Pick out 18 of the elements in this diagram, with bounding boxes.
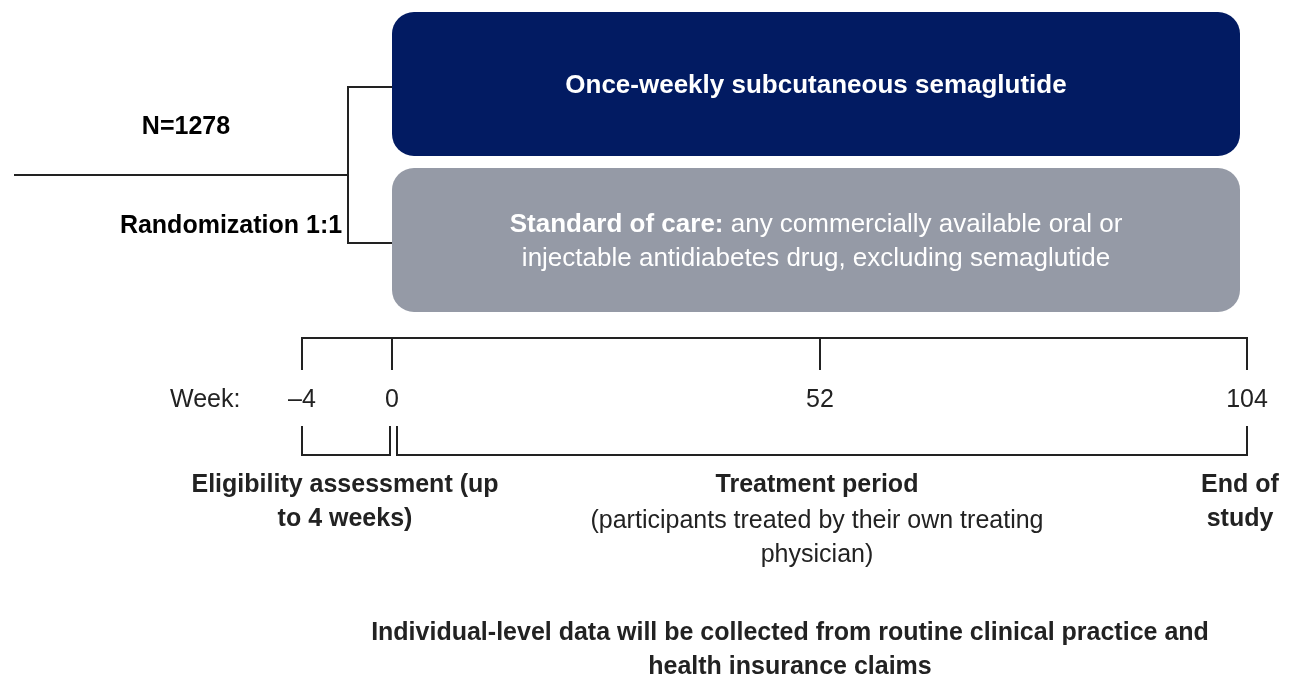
treatment-arm-box <box>392 12 1240 156</box>
treatment-arm-box <box>392 168 1240 312</box>
axis-label: 104 <box>1225 383 1269 414</box>
period-label: Eligibility assessment (up to 4 weeks) <box>190 468 500 533</box>
arm-text: Once-weekly subcutaneous semaglutide <box>565 68 1067 101</box>
period-label: Individual-level data will be collected from routine clinical practice and health insurance claims <box>370 616 1210 676</box>
bracket-connector <box>347 161 393 244</box>
axis-label: –4 <box>287 383 317 414</box>
axis-label: Week: <box>170 383 242 414</box>
axis-label: 52 <box>805 383 835 414</box>
period-label: End of study <box>1200 468 1280 533</box>
sample-size: N=1278 <box>140 110 231 140</box>
period-label: Treatment period <box>714 468 920 499</box>
axis-label: 0 <box>384 383 400 414</box>
arm-text: Standard of care: any commercially available oral or injectable antidiabetes drug, excluding semaglutide <box>508 207 1124 274</box>
randomization-ratio: Randomization 1:1 <box>118 209 344 240</box>
bracket-connector <box>347 86 393 163</box>
period-label: (participants treated by their own treating physician) <box>589 504 1045 569</box>
